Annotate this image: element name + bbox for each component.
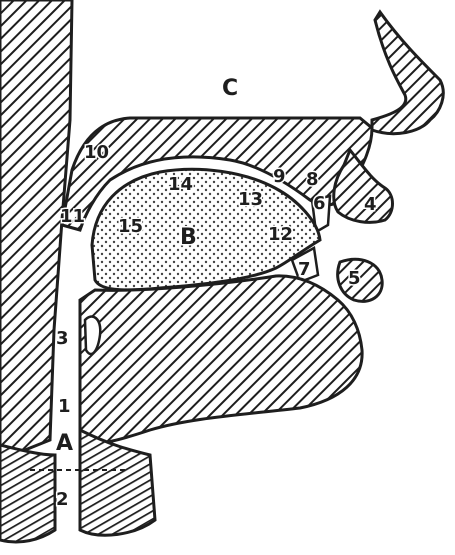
label-10: 10 [84, 142, 109, 163]
label-1: 1 [58, 396, 71, 417]
label-2: 2 [56, 489, 69, 510]
trachea-rings [0, 445, 55, 542]
label-14: 14 [168, 174, 193, 195]
lower-jaw [80, 276, 362, 445]
label-7: 7 [298, 259, 311, 280]
label-12: 12 [268, 224, 293, 245]
label-15: 15 [118, 216, 143, 237]
label-5: 5 [348, 268, 361, 289]
label-B: B [180, 225, 197, 250]
pharynx-back-wall [0, 0, 72, 460]
label-9: 9 [273, 166, 286, 187]
label-C: C [222, 76, 238, 101]
label-6: 6 [313, 193, 326, 214]
label-4: 4 [364, 194, 377, 215]
label-13: 13 [238, 189, 263, 210]
label-11: 11 [60, 206, 85, 227]
larynx [80, 430, 155, 535]
label-8: 8 [306, 169, 319, 190]
nose [372, 12, 443, 134]
label-3: 3 [56, 328, 69, 349]
label-A: A [56, 431, 73, 456]
